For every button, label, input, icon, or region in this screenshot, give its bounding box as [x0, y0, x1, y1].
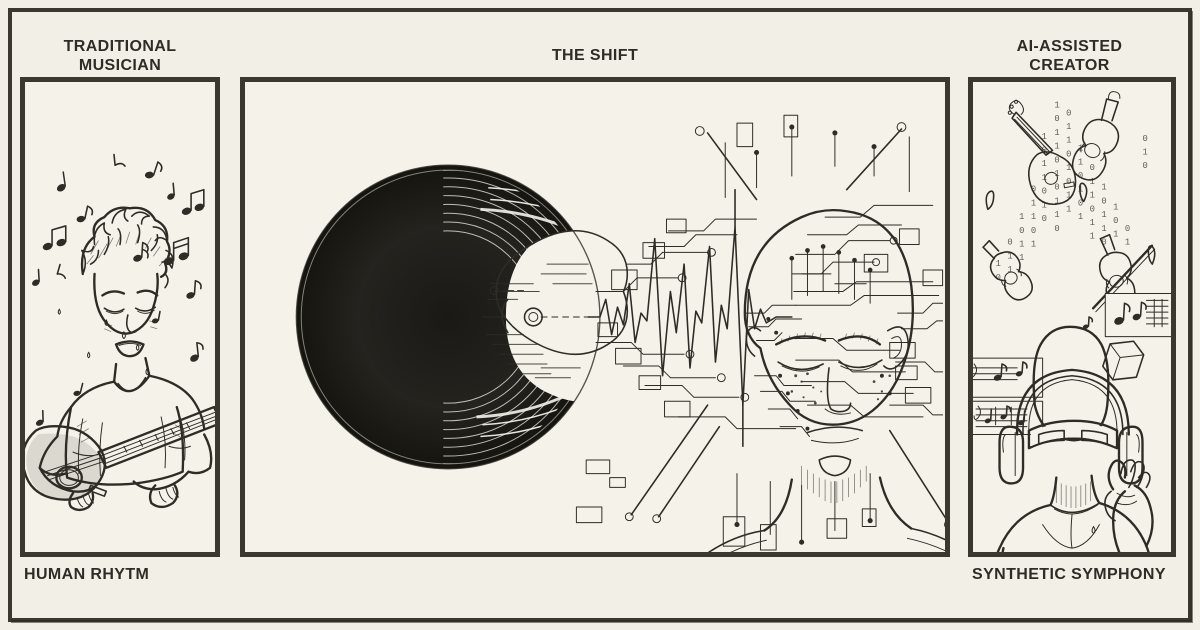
- svg-text:0: 0: [1066, 149, 1071, 159]
- svg-text:1: 1: [1066, 122, 1071, 132]
- right-hand: [1104, 459, 1151, 522]
- face-circuit-dots: [766, 244, 892, 431]
- floating-guitar: [1007, 99, 1077, 205]
- svg-text:1: 1: [1090, 218, 1095, 228]
- svg-text:0: 0: [1101, 196, 1106, 206]
- musician-face: [93, 272, 159, 358]
- acoustic-guitar: [25, 405, 215, 501]
- caption-the-shift: THE SHIFT: [551, 47, 639, 64]
- traditional-musician-illustration: [25, 82, 215, 552]
- svg-text:0: 0: [1054, 183, 1059, 193]
- visor: [1027, 419, 1119, 450]
- svg-text:1: 1: [1054, 196, 1059, 206]
- svg-text:0: 0: [1101, 238, 1106, 248]
- svg-text:1: 1: [1143, 147, 1148, 157]
- svg-text:1: 1: [1113, 202, 1118, 212]
- svg-text:1: 1: [1078, 212, 1083, 222]
- svg-text:1: 1: [1042, 132, 1047, 142]
- svg-text:1: 1: [1054, 128, 1059, 138]
- headphones: [998, 368, 1144, 485]
- svg-text:1: 1: [1054, 142, 1059, 152]
- svg-text:1: 1: [1113, 230, 1118, 240]
- svg-text:1: 1: [996, 259, 1001, 269]
- svg-text:1: 1: [1125, 238, 1130, 248]
- svg-text:0: 0: [1042, 214, 1047, 224]
- svg-text:1: 1: [1090, 191, 1095, 201]
- guitar-body-morph: [481, 230, 629, 379]
- svg-text:1: 1: [1066, 191, 1071, 201]
- svg-text:1: 1: [1078, 157, 1083, 167]
- floating-violin-top: [1071, 91, 1121, 181]
- svg-text:0: 0: [1078, 171, 1083, 181]
- svg-text:1: 1: [1031, 240, 1036, 250]
- svg-text:0: 0: [1042, 187, 1047, 197]
- circuit-components: [575, 114, 945, 551]
- svg-text:1: 1: [1101, 224, 1106, 234]
- svg-text:0: 0: [1090, 204, 1095, 214]
- svg-text:0: 0: [996, 273, 1001, 283]
- svg-text:1: 1: [1031, 212, 1036, 222]
- svg-text:1: 1: [1054, 169, 1059, 179]
- creator-figure: [996, 325, 1154, 552]
- svg-text:1: 1: [1007, 251, 1012, 261]
- traditional-musician-panel: [20, 77, 220, 557]
- svg-text:0: 0: [1090, 163, 1095, 173]
- the-shift-illustration: [247, 82, 945, 552]
- svg-text:1: 1: [1101, 210, 1106, 220]
- audio-waveform: [540, 188, 793, 448]
- sheet-music-hologram-left: [973, 357, 1044, 398]
- svg-text:1: 1: [1066, 204, 1071, 214]
- caption-traditional-musician: TRADITIONAL MUSICIAN: [63, 38, 177, 74]
- caption-human-rhytm: HUMAN RHYTM: [24, 566, 150, 583]
- svg-text:0: 0: [1054, 155, 1059, 165]
- binary-rain: 101 101 011 0 011 010 11 101 101 0 110 1…: [996, 100, 1148, 282]
- musician-arms: [38, 466, 190, 512]
- svg-text:0: 0: [1125, 224, 1130, 234]
- musician-hair: [80, 206, 174, 289]
- svg-text:1: 1: [1042, 173, 1047, 183]
- svg-text:0: 0: [1054, 114, 1059, 124]
- svg-text:1: 1: [1019, 212, 1024, 222]
- svg-text:0: 0: [1031, 185, 1036, 195]
- svg-text:1: 1: [1031, 198, 1036, 208]
- svg-text:0: 0: [1066, 177, 1071, 187]
- svg-text:1: 1: [1090, 232, 1095, 242]
- svg-text:1: 1: [1007, 265, 1012, 275]
- svg-text:1: 1: [1090, 177, 1095, 187]
- svg-text:0: 0: [1007, 238, 1012, 248]
- svg-text:1: 1: [1019, 253, 1024, 263]
- caption-ai-assisted-creator: AI-ASSISTED CREATOR: [1016, 38, 1123, 74]
- svg-text:1: 1: [1042, 159, 1047, 169]
- svg-text:1: 1: [1066, 163, 1071, 173]
- svg-text:0: 0: [1066, 108, 1071, 118]
- caption-synthetic-symphony: SYNTHETIC SYMPHONY: [972, 566, 1166, 583]
- svg-text:1: 1: [1019, 240, 1024, 250]
- cyborg-head: [707, 208, 945, 552]
- svg-text:0: 0: [1054, 224, 1059, 234]
- svg-text:1: 1: [1101, 183, 1106, 193]
- svg-text:0: 0: [1031, 226, 1036, 236]
- svg-text:1: 1: [1042, 200, 1047, 210]
- svg-text:1: 1: [1054, 100, 1059, 110]
- svg-text:1: 1: [1066, 136, 1071, 146]
- sheet-music-hologram-right: [1104, 293, 1171, 338]
- the-shift-panel: [240, 77, 950, 557]
- svg-text:0: 0: [1078, 198, 1083, 208]
- svg-text:0: 0: [1113, 216, 1118, 226]
- floating-amp: [1102, 340, 1145, 381]
- ai-assisted-creator-illustration: 101 101 011 0 011 010 11 101 101 0 110 1…: [973, 82, 1171, 552]
- svg-text:1: 1: [1054, 210, 1059, 220]
- face-circuit-fracture: [744, 246, 871, 437]
- floating-violin-left: [982, 239, 1033, 301]
- svg-text:0: 0: [1143, 134, 1148, 144]
- svg-text:0: 0: [1019, 226, 1024, 236]
- svg-text:0: 0: [1143, 161, 1148, 171]
